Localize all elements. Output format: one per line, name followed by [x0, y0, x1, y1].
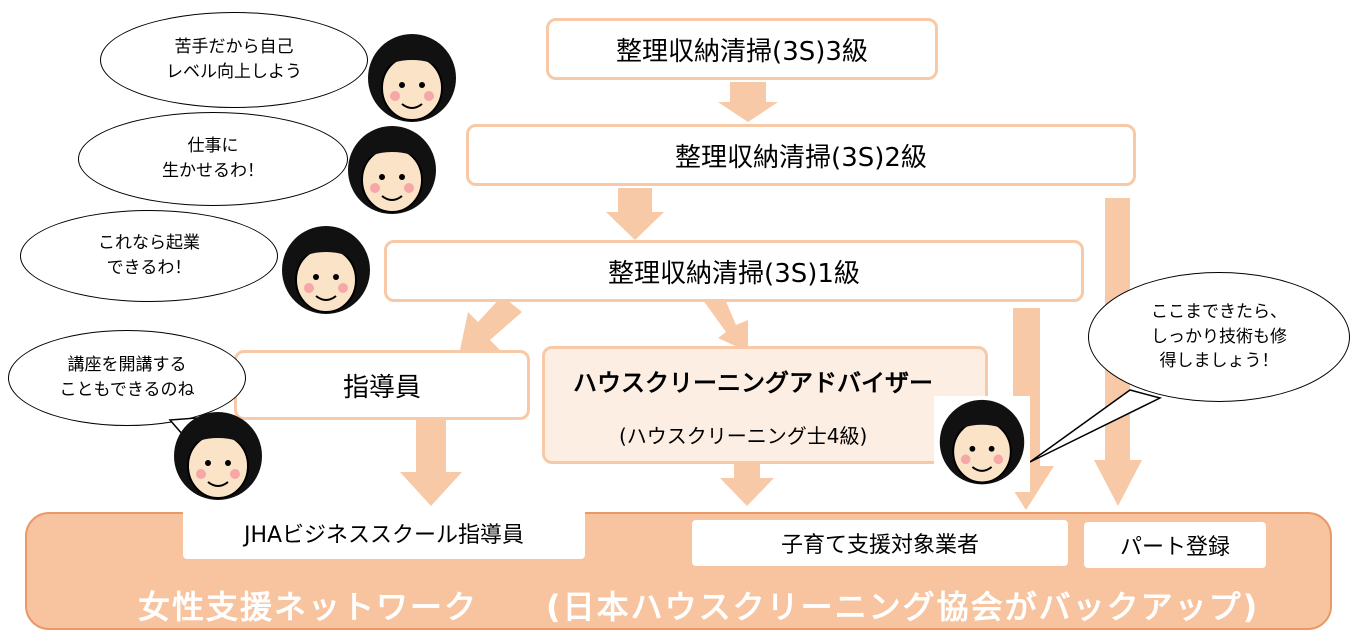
- speech-bubble-3: これなら起業 できるわ！: [20, 210, 278, 302]
- arrow-3-to-2: [718, 82, 778, 122]
- speech-bubble-2: 仕事に 生かせるわ！: [78, 112, 348, 206]
- bubble-5-line-3: 得しましょう！: [1159, 351, 1279, 372]
- woman-face-icon-1: [368, 34, 456, 122]
- part-time-label: パート登録: [1119, 535, 1230, 560]
- arrow-instructor-to-jha: [400, 418, 462, 506]
- arrow-1-to-advisor: [700, 292, 748, 352]
- jha-instructor-label: JHAビジネススクール指導員: [243, 523, 525, 548]
- bubble-2-line-1: 仕事に: [187, 136, 239, 157]
- jha-instructor-box: JHAビジネススクール指導員: [183, 507, 585, 559]
- woman-face-icon-3: [282, 226, 370, 314]
- level-3-box: 整理収納清掃(3S)3級: [546, 18, 938, 80]
- speech-bubble-1: 苦手だから自己 レベル向上しよう: [100, 12, 368, 108]
- bubble-3-line-1: これなら起業: [98, 233, 200, 254]
- level-1-box: 整理収納清掃(3S)1級: [384, 240, 1084, 302]
- bubble-1-line-2: レベル向上しよう: [166, 62, 302, 82]
- network-label: 女性支援ネットワーク (日本ハウスクリーニング協会がバックアップ): [138, 588, 1260, 626]
- bubble-5-line-2: しっかり技術も修: [1151, 326, 1287, 347]
- level-2-label: 整理収納清掃(3S)2級: [675, 142, 927, 173]
- bubble-1-line-1: 苦手だから自己: [174, 37, 294, 58]
- bubble-3-line-2: できるわ！: [106, 258, 192, 278]
- childcare-label: 子育て支援対象業者: [780, 533, 979, 558]
- advisor-subtitle: (ハウスクリーニング士4級): [619, 424, 868, 448]
- bubble-2-line-2: 生かせるわ！: [162, 161, 264, 181]
- instructor-box: 指導員: [234, 350, 530, 420]
- speech-bubble-4: 講座を開講する こともできるのね: [8, 330, 246, 426]
- bubble-4-line-1: 講座を開講する: [67, 355, 187, 376]
- woman-face-icon-4: [174, 412, 262, 500]
- woman-face-icon-5: [934, 396, 1030, 492]
- childcare-box: 子育て支援対象業者: [692, 520, 1068, 566]
- bubble-4-line-2: こともできるのね: [59, 380, 195, 400]
- level-1-label: 整理収納清掃(3S)1級: [608, 258, 860, 289]
- bubble-5-line-1: ここまできたら、: [1151, 302, 1287, 323]
- level-3-label: 整理収納清掃(3S)3級: [616, 36, 868, 67]
- speech-bubble-5: ここまできたら、 しっかり技術も修 得しましょう！: [1088, 272, 1350, 402]
- advisor-title: ハウスクリーニングアドバイザー: [573, 369, 933, 397]
- level-2-box: 整理収納清掃(3S)2級: [466, 124, 1136, 186]
- instructor-label: 指導員: [342, 372, 421, 403]
- part-time-box: パート登録: [1084, 522, 1266, 568]
- woman-face-icon-2: [348, 126, 436, 214]
- arrow-advisor-to-childcare: [720, 462, 774, 506]
- bubble-5-tail: [1029, 389, 1163, 463]
- arrow-1-to-instructor: [460, 296, 522, 350]
- arrow-2-to-1: [606, 188, 664, 240]
- advisor-box: ハウスクリーニングアドバイザー (ハウスクリーニング士4級): [542, 346, 988, 464]
